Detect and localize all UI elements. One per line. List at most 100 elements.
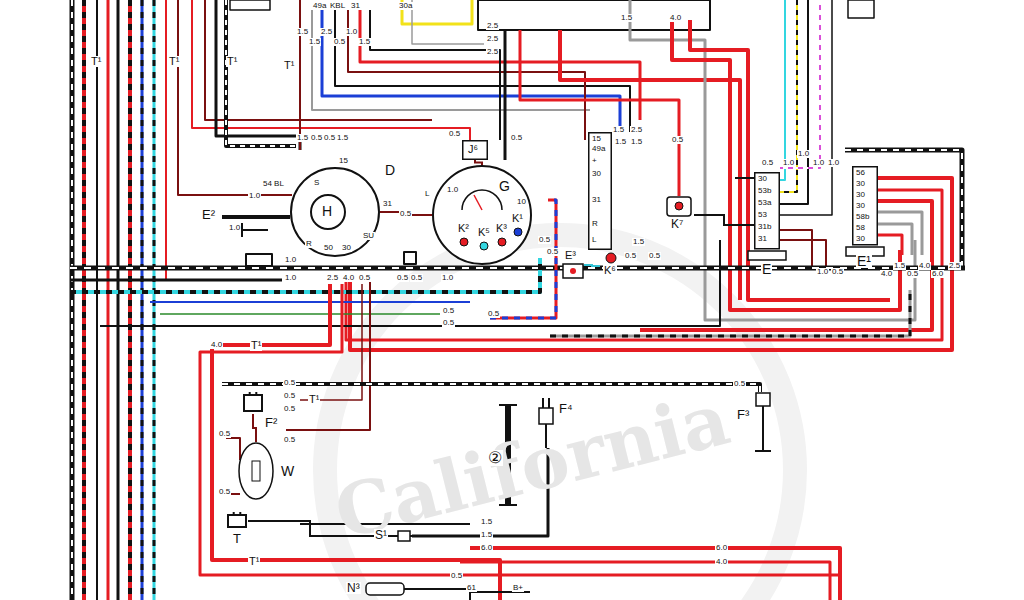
wire	[141, 0, 144, 600]
wire	[848, 0, 874, 18]
connector: F²	[242, 392, 264, 414]
component-label: 53b	[757, 187, 772, 195]
warning-lamp: K³	[494, 223, 510, 247]
wire-gauge: 1.0	[441, 274, 454, 282]
callout-number: ②	[487, 450, 503, 466]
wire	[128, 0, 132, 600]
valve-lead	[404, 588, 410, 590]
switch-contact	[570, 268, 576, 274]
wire-gauge: 1.0	[284, 256, 297, 264]
component-label: 31	[591, 196, 602, 204]
lamp-bulb	[514, 228, 522, 236]
wire	[470, 548, 840, 600]
wire-gauge: 0.5	[218, 488, 231, 496]
wire-gauge: 2.5	[326, 274, 339, 282]
indicator-lamp: K⁶	[600, 252, 622, 280]
wire	[216, 0, 300, 150]
wire	[70, 279, 282, 282]
connector: T	[226, 512, 248, 530]
wire	[780, 0, 797, 192]
wire-gauge: 6.0	[480, 544, 493, 552]
wire-gauge: 1.5	[296, 28, 309, 36]
wire	[550, 290, 910, 336]
valve-body	[366, 583, 404, 595]
wire-gauge: 1.5	[632, 238, 645, 246]
wire-gauge: 61	[466, 584, 477, 592]
wire-gauge: L	[424, 190, 430, 198]
component-shape	[752, 392, 774, 454]
wire-gauge: 31	[350, 2, 361, 10]
motor-housing	[239, 443, 273, 499]
wire	[212, 284, 500, 600]
component-label: 49a	[591, 145, 606, 153]
gauge-dial	[462, 190, 502, 210]
wire-gauge: 50	[323, 244, 334, 252]
wire-gauge: 0.5	[399, 210, 412, 218]
instrument-cluster: GK²K⁵K³K¹	[432, 165, 532, 265]
wire	[780, 0, 820, 168]
wire-gauge: 0.5	[831, 268, 844, 276]
wire-gauge: 0.5	[538, 236, 551, 244]
wire-gauge: 1.0	[446, 186, 459, 194]
wire	[780, 0, 808, 204]
wire	[780, 0, 785, 180]
component-label: D	[384, 163, 396, 177]
component-label: 56	[855, 169, 866, 177]
switch-symbol	[404, 252, 416, 264]
sensor-stem	[755, 406, 771, 451]
wire-gauge: 31	[382, 200, 393, 208]
wire	[780, 0, 797, 192]
wire-gauge: 1.0	[248, 192, 261, 200]
wire	[70, 0, 75, 600]
wire	[410, 588, 470, 590]
wire	[200, 284, 840, 600]
switch-outline	[291, 168, 379, 256]
warning-lamp: K⁵	[476, 227, 492, 251]
component-label: K⁶	[603, 265, 617, 276]
wire-gauge: 1.5	[893, 262, 906, 270]
wire	[412, 0, 484, 44]
terminal-block	[853, 167, 878, 245]
component-label: 58	[855, 224, 866, 232]
component-label: 31b	[757, 223, 772, 231]
component-label: S¹	[374, 529, 388, 541]
switch-outline	[311, 195, 345, 229]
wire-gauge: 1.5	[614, 138, 627, 146]
component-label: K⁷	[670, 218, 684, 230]
wire-gauge: 10	[516, 198, 527, 206]
component-label: J⁶	[467, 144, 479, 155]
wire-gauge: 1.0	[782, 159, 795, 167]
wire-gauge: 0.5	[283, 379, 296, 387]
component-label: 30	[855, 202, 866, 210]
wire-gauge: 1.5	[308, 38, 321, 46]
component-label: 30	[855, 235, 866, 243]
connector-tag: T¹	[168, 56, 180, 67]
wire-gauge: 0.5	[648, 252, 661, 260]
wire	[71, 0, 73, 600]
connector-tag: T¹	[250, 340, 262, 351]
wire-gauge: 0.5	[487, 310, 500, 318]
wire-gauge: 1.0	[812, 159, 825, 167]
gauge-outline	[433, 166, 531, 264]
cutoff-valve: N³	[346, 580, 410, 598]
fuse: S¹	[372, 528, 412, 544]
plug-body	[228, 515, 246, 527]
wire	[82, 0, 86, 600]
wire-gauge: 4.0	[342, 274, 355, 282]
connector-plug: J⁶	[462, 140, 488, 160]
component-label: F³	[736, 408, 750, 421]
wire	[845, 150, 962, 268]
wire	[735, 177, 754, 179]
wire	[299, 0, 301, 150]
component-label: E³	[564, 250, 577, 261]
component-label: H	[321, 204, 333, 218]
sensor-pins	[543, 398, 549, 408]
component-label: T	[232, 532, 242, 545]
wire	[560, 30, 740, 300]
wire-gauge: 0.5	[510, 134, 523, 142]
component-label: G	[498, 179, 511, 193]
wire-gauge: 2.5	[320, 28, 333, 36]
wire-gauge: 1.5	[612, 126, 625, 134]
wire-gauge: 1.5	[296, 134, 309, 142]
